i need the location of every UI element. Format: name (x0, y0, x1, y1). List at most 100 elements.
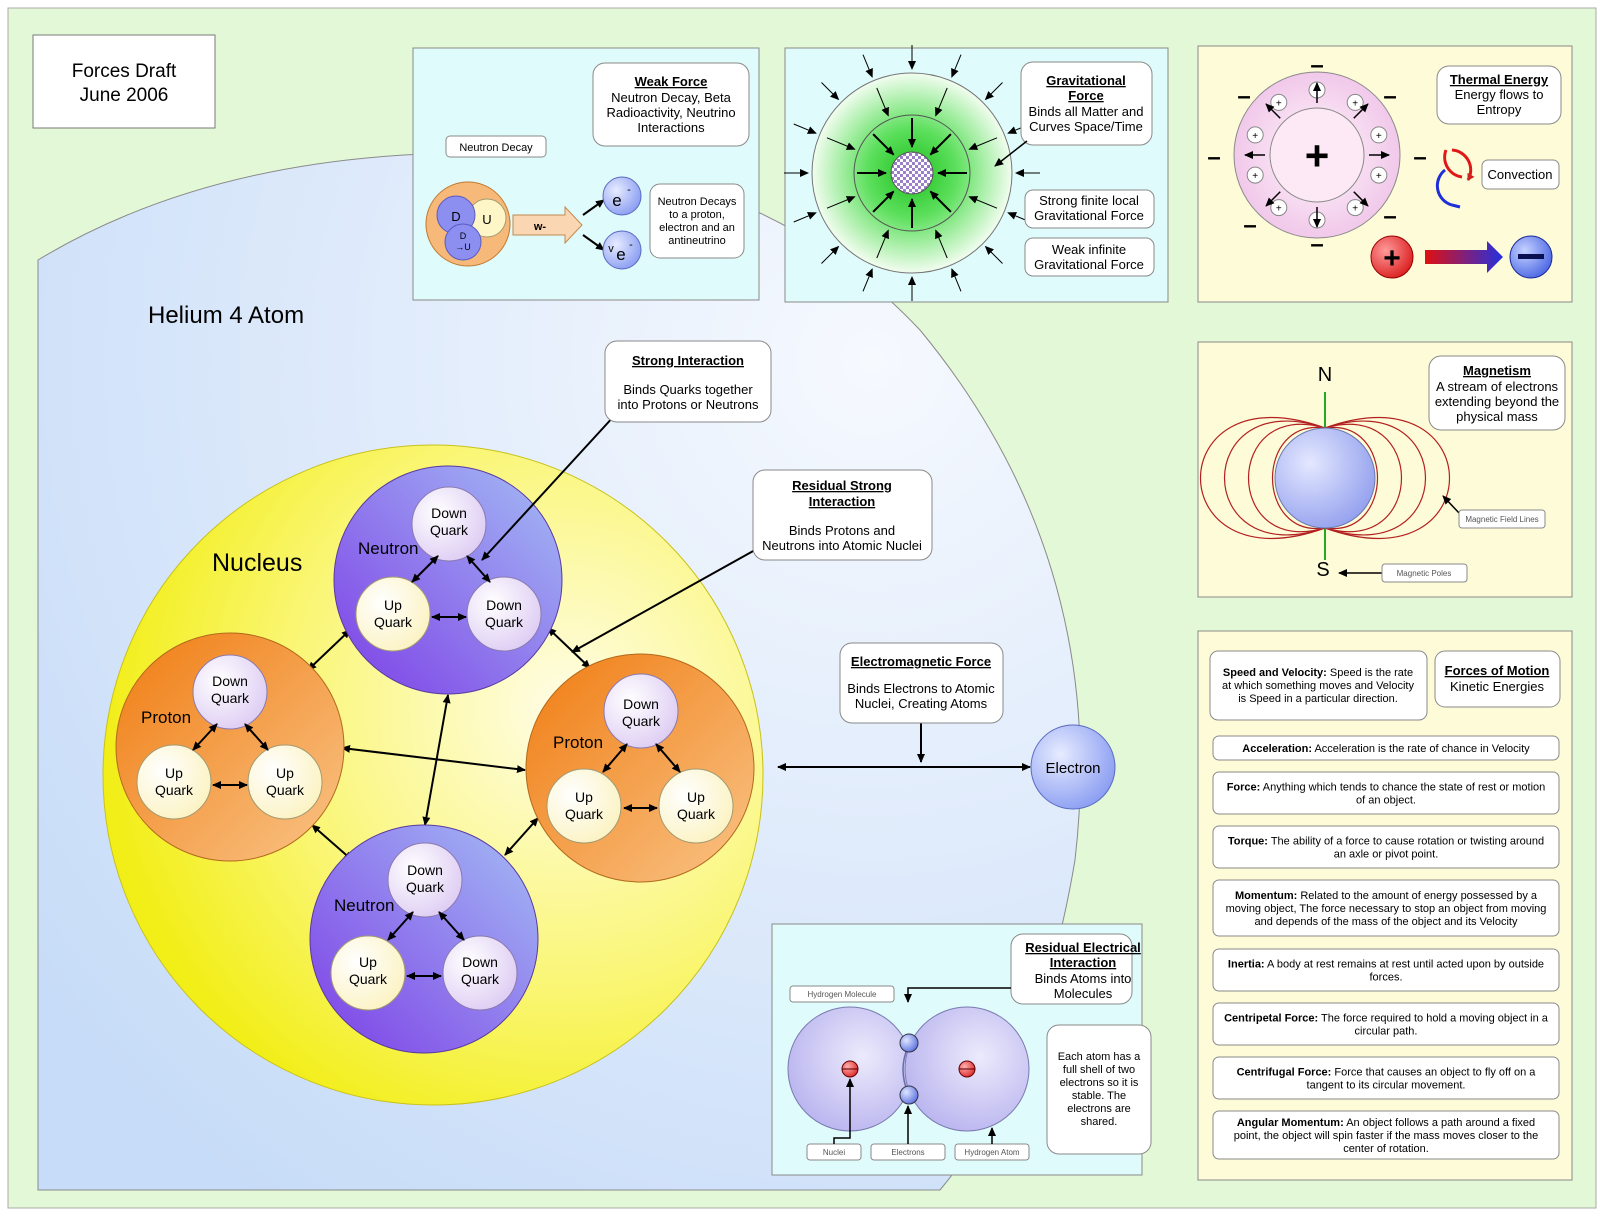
svg-text:Hydrogen Molecule: Hydrogen Molecule (808, 990, 877, 999)
svg-text:Quark: Quark (211, 690, 250, 706)
negative-charge: – (1310, 52, 1323, 79)
field-line (1199, 416, 1326, 540)
svg-text:extending beyond the: extending beyond the (1435, 394, 1559, 409)
positive-charge (1270, 199, 1288, 217)
magnetism-panel: N S Magnetism A stream of electrons exte… (1197, 341, 1573, 598)
positive-charge (1346, 199, 1364, 217)
motion-item: Force: Anything which tends to chance th… (1212, 771, 1560, 815)
svg-text:Up: Up (359, 954, 377, 970)
link-proton1-proton2 (341, 744, 526, 774)
motion-item-line: and depends of the mass of the object an… (1255, 916, 1518, 928)
svg-text:Neutrons into Atomic Nuclei: Neutrons into Atomic Nuclei (762, 538, 922, 553)
svg-text:Magnetism: Magnetism (1463, 363, 1531, 378)
gravity-arrow-inner (872, 133, 895, 156)
svg-text:Radioactivity, Neutrino: Radioactivity, Neutrino (606, 105, 735, 120)
motion-item: Torque: The ability of a force to cause … (1212, 825, 1560, 869)
svg-text:Interaction: Interaction (1050, 955, 1117, 970)
down-quark: Down Quark (411, 486, 487, 562)
svg-text:into Protons or Neutrons: into Protons or Neutrons (618, 397, 759, 412)
motion-definitions: Acceleration: Acceleration is the rate o… (1212, 735, 1560, 1160)
svg-text:Force: Force (1068, 88, 1103, 103)
svg-text:Molecules: Molecules (1054, 986, 1113, 1001)
svg-text:Forces of Motion: Forces of Motion (1445, 663, 1550, 678)
forces-of-motion-panel: Speed and Velocity: Speed is the rate at… (1197, 630, 1573, 1181)
svg-text:Binds Atoms into: Binds Atoms into (1035, 971, 1132, 986)
motion-item: Acceleration: Acceleration is the rate o… (1212, 735, 1560, 761)
svg-text:N: N (1318, 364, 1332, 386)
svg-text:Quark: Quark (374, 614, 413, 630)
svg-text:Strong finite local: Strong finite local (1039, 193, 1139, 208)
svg-text:e: e (612, 191, 621, 210)
field-line (1324, 423, 1403, 533)
gravity-arrow-middle (968, 196, 998, 209)
motion-item-line: Inertia: A body at rest remains at rest … (1228, 959, 1544, 971)
magnetic-field-lines (1199, 416, 1451, 540)
svg-text:w-: w- (533, 221, 547, 233)
title-box: Forces Draft June 2006 (32, 34, 216, 129)
gravity-arrow-outer (821, 245, 840, 264)
svg-text:Up: Up (165, 765, 183, 781)
svg-text:-: - (629, 239, 633, 251)
note-line: electrons so it is (1060, 1077, 1139, 1089)
positive-charge (1346, 93, 1364, 111)
svg-text:Quark: Quark (349, 971, 388, 987)
svg-text:A stream of electrons: A stream of electrons (1436, 379, 1559, 394)
positive-charge-sign: + (1352, 204, 1358, 215)
note-line: electrons are (1067, 1103, 1131, 1115)
motion-item-line: Acceleration: Acceleration is the rate o… (1242, 743, 1530, 755)
motion-item-line: of an object. (1356, 795, 1416, 807)
negative-charge: – (1310, 231, 1323, 258)
note-line: full shell of two (1063, 1064, 1135, 1076)
svg-text:Down: Down (407, 862, 443, 878)
svg-text:Nuclei: Nuclei (823, 1148, 845, 1157)
positive-charge-sign: + (1276, 98, 1282, 109)
positive-charge (1370, 126, 1388, 144)
quark-bonds (387, 911, 465, 980)
svg-text:Binds all Matter and: Binds all Matter and (1029, 104, 1144, 119)
svg-text:Electromagnetic Force: Electromagnetic Force (851, 654, 991, 669)
svg-text:Quark: Quark (485, 614, 524, 630)
svg-text:Weak infinite: Weak infinite (1052, 242, 1126, 257)
svg-text:Gravitational Force: Gravitational Force (1034, 257, 1144, 272)
svg-text:Quark: Quark (677, 806, 716, 822)
positive-charge (1370, 166, 1388, 184)
quark-bonds (192, 723, 269, 789)
thermal-charges: ++++++++++–––––––– (1207, 52, 1426, 258)
svg-text:Energy flows to: Energy flows to (1455, 87, 1544, 102)
down-quark: Down Quark (442, 935, 518, 1011)
svg-text:S: S (1316, 559, 1329, 581)
gravity-arrow-outer (951, 54, 962, 78)
svg-text:Electrons: Electrons (891, 1148, 924, 1157)
link-proton2-neutron2 (504, 817, 539, 856)
svg-text:antineutrino: antineutrino (668, 235, 726, 247)
svg-text:Entropy: Entropy (1477, 102, 1522, 117)
svg-text:U: U (482, 212, 491, 227)
positive-charge-sign: + (1376, 131, 1382, 142)
negative-charge: – (1207, 144, 1220, 171)
motion-item: Centrifugal Force: Force that causes an … (1212, 1056, 1560, 1100)
field-line (1324, 416, 1451, 540)
gravitational-panel: Gravitational Force Binds all Matter and… (784, 45, 1169, 303)
quark-bonds (602, 743, 681, 812)
negative-charge: – (1383, 83, 1396, 110)
gravity-arrow-outer (793, 123, 817, 134)
svg-text:Strong Interaction: Strong Interaction (632, 353, 744, 368)
svg-text:Up: Up (575, 789, 593, 805)
title-line-1: Forces Draft (72, 61, 177, 82)
svg-text:Thermal Energy: Thermal Energy (1450, 72, 1549, 87)
proton-right: Proton Down Quark Up Quark Up Quark (525, 653, 755, 883)
up-quark: Up Quark (658, 768, 734, 844)
svg-text:D: D (460, 231, 467, 241)
link-neutron1-proton2 (547, 627, 591, 669)
heat-flow-arrow (1353, 191, 1369, 207)
title-line-2: June 2006 (80, 85, 169, 106)
field-line (1324, 420, 1427, 536)
strong-interaction-callout: Strong Interaction Binds Quarks together… (481, 340, 772, 561)
svg-text:Hydrogen Atom: Hydrogen Atom (964, 1148, 1019, 1157)
up-quark: Up Quark (247, 744, 323, 820)
svg-text:Neutron Decay: Neutron Decay (459, 142, 533, 154)
weak-force-panel: Weak Force Neutron Decay, Beta Radioacti… (412, 47, 760, 301)
up-quark: Up Quark (355, 576, 431, 652)
